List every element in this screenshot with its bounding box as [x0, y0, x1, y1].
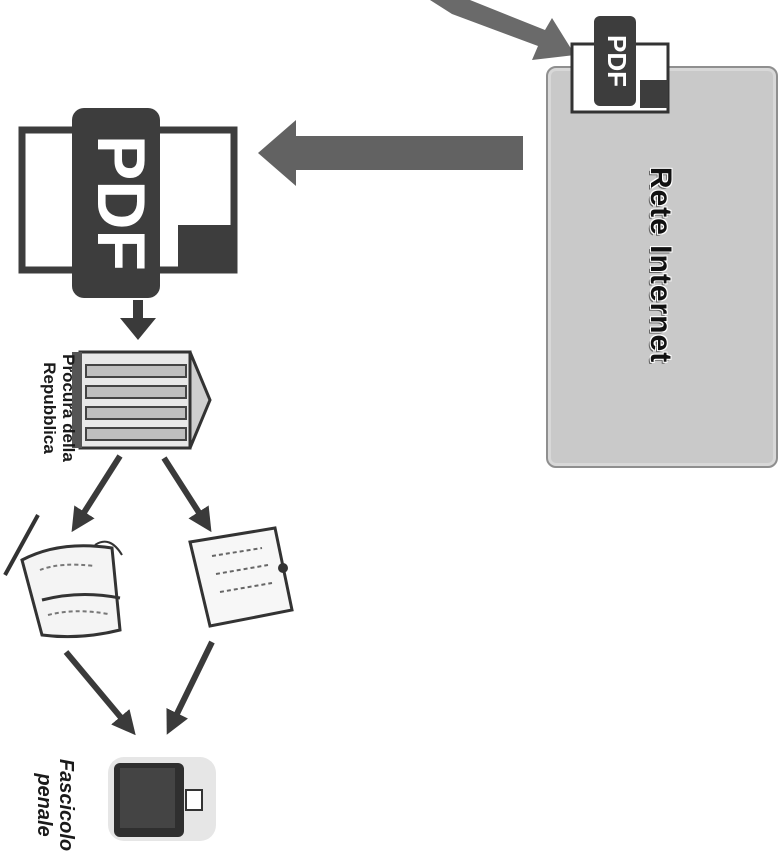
pdf-to-procura-arrow — [120, 300, 156, 340]
procura-to-book-arrow — [71, 454, 123, 533]
document-scroll-icon — [188, 526, 294, 628]
courthouse-icon — [72, 350, 212, 450]
fascicolo-label: Fascicolo penale — [33, 755, 77, 855]
book-to-fascicolo-arrow — [63, 650, 136, 736]
procura-line2: Repubblica — [40, 362, 59, 454]
incoming-arrow — [430, 0, 575, 60]
fascicolo-line2: penale — [33, 773, 55, 837]
fascicolo-line1: Fascicolo — [55, 758, 77, 852]
large-pdf-label: PDF — [83, 135, 159, 271]
procura-line1: Procura della — [59, 354, 78, 462]
small-pdf-icon: PDF — [570, 16, 670, 114]
briefcase-folder-icon — [108, 757, 216, 841]
rete-internet-box — [546, 66, 778, 468]
small-pdf-label: PDF — [602, 35, 632, 87]
large-pdf-icon: PDF — [18, 108, 238, 298]
procura-to-document-arrow — [161, 456, 212, 533]
procura-label: Procura della Repubblica — [38, 348, 78, 468]
document-to-fascicolo-arrow — [166, 640, 215, 735]
network-to-pdf-arrow — [258, 120, 523, 186]
open-book-icon — [3, 514, 123, 639]
